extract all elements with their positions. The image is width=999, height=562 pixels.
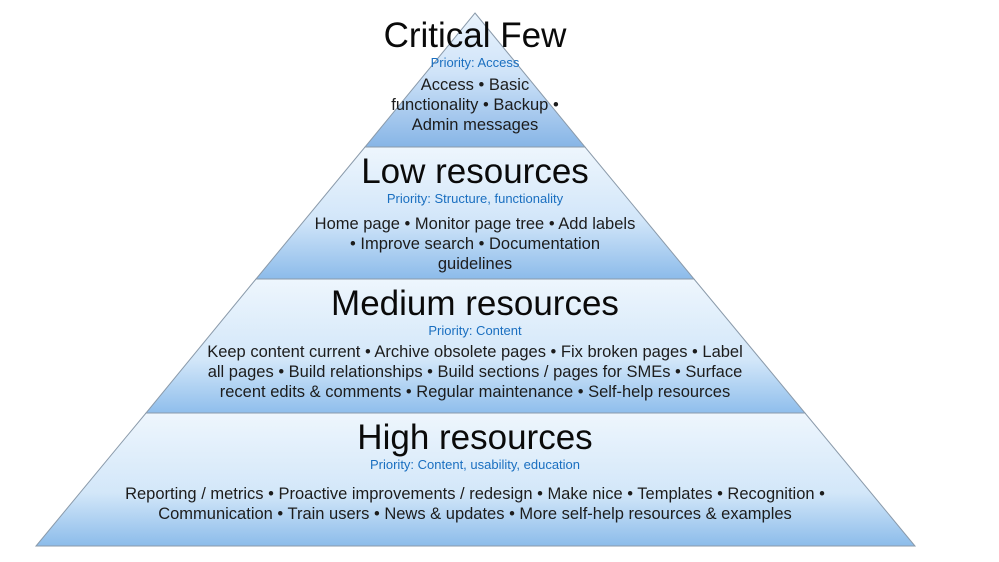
tier-items-line: functionality • Backup • xyxy=(391,96,559,114)
tier-medium-resources: Medium resources Priority: Content Keep … xyxy=(170,285,780,402)
tier-priority: Priority: Access xyxy=(430,55,520,70)
tier-items-line: guidelines xyxy=(437,255,513,273)
tier-items-line: all pages • Build relationships • Build … xyxy=(207,363,743,381)
tier-items-line: Keep content current • Archive obsolete … xyxy=(207,343,743,361)
tier-title: High resources xyxy=(357,418,593,457)
tier-items-line: Reporting / metrics • Proactive improvem… xyxy=(125,485,825,503)
tier-items: Reporting / metrics • Proactive improvem… xyxy=(70,484,880,524)
tier-items-line: Home page • Monitor page tree • Add labe… xyxy=(314,215,636,233)
tier-low-resources: Low resources Priority: Structure, funct… xyxy=(272,153,678,274)
tier-title: Medium resources xyxy=(331,284,619,323)
tier-priority: Priority: Structure, functionality xyxy=(386,191,564,206)
tier-title: Low resources xyxy=(361,152,589,191)
tier-items-line: Admin messages xyxy=(411,116,539,134)
tier-high-resources-shape xyxy=(34,412,917,547)
tier-items-line: Communication • Train users • News & upd… xyxy=(158,505,792,523)
tier-items-line: recent edits & comments • Regular mainte… xyxy=(219,383,731,401)
tier-critical-few: Critical Few Priority: Access Access • B… xyxy=(355,17,595,135)
tier-title: Critical Few xyxy=(383,16,567,55)
tier-high-resources: High resources Priority: Content, usabil… xyxy=(70,419,880,524)
tier-items: Home page • Monitor page tree • Add labe… xyxy=(272,214,678,274)
tier-items-line: • Improve search • Documentation xyxy=(350,235,600,253)
tier-priority: Priority: Content, usability, education xyxy=(369,457,581,472)
tier-priority: Priority: Content xyxy=(428,323,522,338)
tier-items: Access • Basic functionality • Backup • … xyxy=(355,75,595,135)
tier-items-line: Access • Basic xyxy=(420,76,530,94)
tier-items: Keep content current • Archive obsolete … xyxy=(170,342,780,402)
